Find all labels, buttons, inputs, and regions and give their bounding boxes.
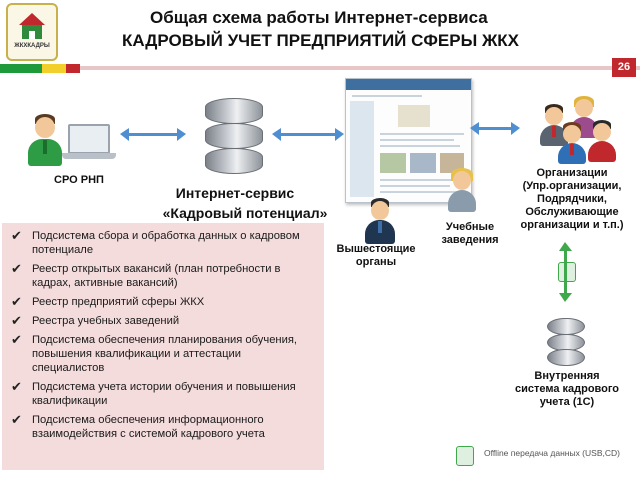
offline-transfer-icon bbox=[558, 262, 576, 282]
offline-legend-icon bbox=[456, 446, 474, 466]
checkmark-icon: ✔ bbox=[11, 261, 22, 276]
gov-label-line: Вышестоящие bbox=[336, 243, 416, 255]
service-website-arrow bbox=[272, 128, 344, 141]
subsystem-list: ✔ Подсистема сбора и обработка данных о к… bbox=[2, 223, 324, 441]
website-screenshot bbox=[345, 78, 472, 203]
list-item-text: Подсистема обеспечения информационного в… bbox=[32, 414, 265, 440]
org-person-icon bbox=[540, 104, 568, 146]
checkmark-icon: ✔ bbox=[11, 412, 22, 427]
list-item-text: Реестра учебных заведений bbox=[32, 315, 180, 327]
company-logo: ЖКХКАДРЫ bbox=[6, 3, 58, 61]
internal-database-icon bbox=[547, 318, 585, 366]
service-subtitle: «Кадровый потенциал» bbox=[162, 205, 328, 221]
checkmark-icon: ✔ bbox=[11, 379, 22, 394]
org-label-line: Подрядчики, bbox=[537, 193, 607, 205]
internal-system-label: Внутренняя система кадрового учета (1С) bbox=[502, 370, 632, 409]
internal-label-line: учета (1С) bbox=[539, 396, 595, 408]
gov-person-icon bbox=[365, 198, 395, 244]
page-number-badge: 26 bbox=[612, 58, 636, 77]
org-person-icon bbox=[558, 122, 586, 164]
org-label-line: Организации bbox=[536, 167, 608, 179]
list-item: ✔ Реестра учебных заведений bbox=[2, 314, 324, 328]
list-item-text: Подсистема сбора и обработка данных о ка… bbox=[32, 230, 300, 256]
header-stripe-red bbox=[66, 64, 80, 73]
org-label: Организации (Упр.организации, Подрядчики… bbox=[512, 167, 632, 232]
org-label-line: организации и т.п.) bbox=[520, 219, 624, 231]
gov-label: Вышестоящие органы bbox=[326, 243, 426, 269]
service-title: Интернет-сервис bbox=[175, 185, 295, 201]
list-item: ✔ Подсистема обеспечения информационного … bbox=[2, 413, 324, 441]
list-item: ✔ Реестр предприятий сферы ЖКХ bbox=[2, 295, 324, 309]
sro-person-icon bbox=[28, 114, 62, 166]
list-item-text: Подсистема учета истории обучения и повы… bbox=[32, 381, 296, 407]
sro-service-arrow bbox=[120, 128, 186, 141]
org-label-line: (Упр.организации, bbox=[522, 180, 622, 192]
subsystems-panel: ✔ Подсистема сбора и обработка данных о к… bbox=[2, 223, 324, 470]
internal-label-line: Внутренняя bbox=[534, 370, 600, 382]
internal-label-line: система кадрового bbox=[514, 383, 620, 395]
header-stripe-green bbox=[0, 64, 42, 73]
offline-legend-text: Offline передача данных (USB,CD) bbox=[484, 448, 620, 458]
page-subtitle: КАДРОВЫЙ УЧЕТ ПРЕДПРИЯТИЙ СФЕРЫ ЖКХ bbox=[122, 31, 520, 50]
header-divider bbox=[80, 66, 640, 70]
edu-label-line: заведения bbox=[441, 234, 499, 246]
logo-text: ЖКХКАДРЫ bbox=[14, 43, 50, 49]
checkmark-icon: ✔ bbox=[11, 332, 22, 347]
checkmark-icon: ✔ bbox=[11, 313, 22, 328]
list-item-text: Реестр открытых вакансий (план потребнос… bbox=[32, 263, 281, 289]
website-org-arrow bbox=[470, 122, 520, 135]
list-item: ✔ Подсистема сбора и обработка данных о к… bbox=[2, 229, 324, 257]
org-person-icon bbox=[588, 120, 616, 162]
org-label-line: Обслуживающие bbox=[525, 206, 619, 218]
edu-label: Учебные заведения bbox=[434, 221, 506, 247]
gov-label-line: органы bbox=[355, 256, 397, 268]
header-stripe-yellow bbox=[42, 64, 66, 73]
page-title: Общая схема работы Интернет-сервиса bbox=[150, 8, 488, 27]
list-item: ✔ Подсистема обеспечения планирования обу… bbox=[2, 333, 324, 375]
service-database-icon bbox=[205, 98, 263, 174]
org-internal-arrow bbox=[559, 242, 572, 302]
list-item: ✔ Подсистема учета истории обучения и пов… bbox=[2, 380, 324, 408]
list-item: ✔ Реестр открытых вакансий (план потребно… bbox=[2, 262, 324, 290]
checkmark-icon: ✔ bbox=[11, 294, 22, 309]
edu-label-line: Учебные bbox=[445, 221, 495, 233]
sro-label: СРО РНП bbox=[54, 174, 104, 186]
list-item-text: Подсистема обеспечения планирования обуч… bbox=[32, 334, 298, 374]
edu-person-icon bbox=[448, 168, 476, 212]
checkmark-icon: ✔ bbox=[11, 228, 22, 243]
list-item-text: Реестр предприятий сферы ЖКХ bbox=[32, 296, 205, 308]
